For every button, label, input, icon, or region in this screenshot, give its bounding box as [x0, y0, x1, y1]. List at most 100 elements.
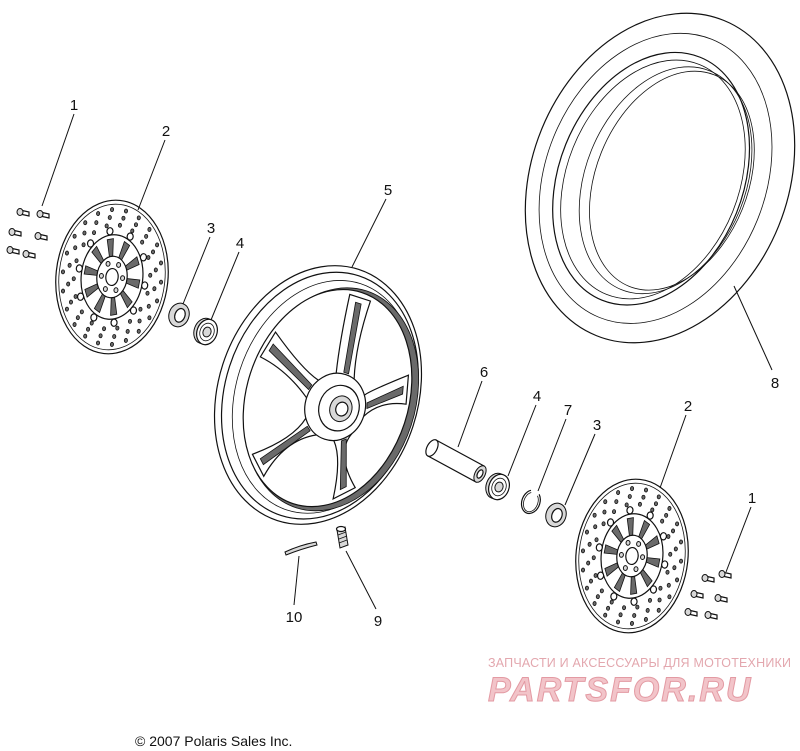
- disc-rivet: [626, 506, 634, 515]
- disc-hole: [675, 521, 680, 527]
- bolts-right: [684, 570, 732, 620]
- disc-hole: [123, 338, 128, 343]
- bearing-right: [485, 472, 510, 501]
- disc-hole: [595, 594, 600, 600]
- bearing-right-race: [491, 477, 507, 497]
- disc-hole: [102, 326, 107, 332]
- disc-rotor-edge: [578, 482, 686, 630]
- disc-rivet: [110, 318, 118, 327]
- disc-hole: [586, 560, 591, 566]
- watermark-subtitle: ЗАПЧАСТИ И АКСЕССУАРЫ ДЛЯ МОТОТЕХНИКИ: [488, 656, 791, 670]
- wheel-spoke-groove: [339, 438, 347, 491]
- disc-hole: [133, 222, 138, 228]
- disc-rivet: [630, 597, 638, 606]
- disc-hole: [660, 518, 665, 524]
- bolt-head: [34, 232, 42, 240]
- disc-hole: [155, 242, 160, 248]
- callout-labels: 1 2 3 4 5 6 4 7 3 2 1 8 10 9: [70, 97, 779, 630]
- callout-5: 5: [384, 182, 392, 199]
- axle: [425, 439, 487, 483]
- wheel-spoke-groove: [259, 425, 311, 466]
- disc-hole: [64, 250, 69, 256]
- disc-hole: [594, 537, 599, 543]
- bolts-left: [6, 208, 50, 259]
- disc-hole: [155, 298, 160, 304]
- bolt-head: [8, 228, 16, 236]
- leader-8: [733, 285, 773, 371]
- bolt: [684, 608, 698, 617]
- disc-bolt-hole: [105, 260, 111, 267]
- disc-bolt-hole: [625, 539, 631, 546]
- disc-hole: [136, 215, 141, 221]
- disc-bolt-hole: [622, 565, 628, 571]
- disc-rivet: [596, 571, 605, 580]
- disc-hole: [96, 211, 101, 216]
- disc-hole: [121, 215, 126, 221]
- disc-hole: [153, 267, 158, 273]
- bolt-head: [714, 594, 722, 602]
- leader-9: [345, 550, 377, 610]
- disc-hole: [622, 605, 627, 611]
- disc-hole: [679, 539, 684, 545]
- callout-9: 9: [374, 613, 382, 630]
- bolt-head: [704, 611, 712, 619]
- leader-2-left: [137, 139, 166, 211]
- disc-hole: [666, 534, 671, 539]
- wheel-spoke-groove: [343, 301, 362, 375]
- disc-hole: [89, 320, 94, 326]
- watermark: ЗАПЧАСТИ И АКСЕССУАРЫ ДЛЯ МОТОТЕХНИКИ PA…: [488, 656, 791, 710]
- disc-hole: [86, 326, 91, 332]
- leader-4-left: [210, 251, 240, 321]
- bolt: [16, 208, 30, 217]
- disc-hole: [616, 490, 621, 495]
- disc-hole: [606, 605, 611, 611]
- callout-10: 10: [286, 609, 303, 626]
- disc-hole: [650, 507, 655, 513]
- disc-hole: [672, 565, 677, 571]
- disc-hole: [647, 597, 652, 603]
- disc-hole: [641, 494, 646, 500]
- disc-rivet: [75, 264, 83, 273]
- callout-2-right: 2: [684, 398, 692, 415]
- disc-hole: [117, 222, 122, 228]
- disc-hole: [601, 521, 606, 527]
- bolt-head: [36, 210, 44, 218]
- disc-hole: [71, 276, 76, 282]
- disc-hole: [603, 499, 608, 505]
- disc-rivet: [106, 227, 114, 236]
- wheel-spoke-groove: [268, 343, 313, 391]
- disc-bolt-hole: [116, 262, 122, 268]
- callout-7: 7: [564, 402, 572, 419]
- leader-4-right: [507, 404, 537, 477]
- disc-hole: [60, 288, 65, 294]
- disc-hole: [75, 315, 80, 321]
- disc-bolt-hole: [618, 551, 624, 558]
- bolt-head: [718, 570, 726, 578]
- disc-hole: [592, 512, 597, 518]
- disc-rivet: [90, 313, 98, 322]
- tire-sidewall: [538, 32, 773, 324]
- disc-hole: [593, 524, 598, 530]
- wheel-rim: [213, 265, 423, 525]
- disc-hole: [627, 494, 632, 499]
- callout-8: 8: [771, 375, 779, 392]
- disc-hole: [147, 227, 152, 232]
- disc-hole: [609, 599, 614, 605]
- disc-bolt-hole: [633, 566, 639, 573]
- bolt: [701, 574, 715, 583]
- disc-hole: [148, 272, 153, 278]
- disc-hole: [637, 501, 642, 507]
- disc-hole: [112, 334, 117, 339]
- tire: [524, 12, 796, 344]
- callout-3-left: 3: [207, 220, 215, 237]
- disc-hole: [82, 230, 87, 236]
- disc-hole: [127, 318, 132, 324]
- disc-hole: [592, 601, 597, 606]
- seal-right: [545, 502, 567, 528]
- seal-left-inner: [174, 307, 186, 323]
- bolt-head: [690, 590, 698, 598]
- disc-hole: [67, 262, 72, 268]
- bolt: [6, 246, 20, 255]
- bolt: [718, 570, 732, 579]
- callout-1-right: 1: [748, 490, 756, 507]
